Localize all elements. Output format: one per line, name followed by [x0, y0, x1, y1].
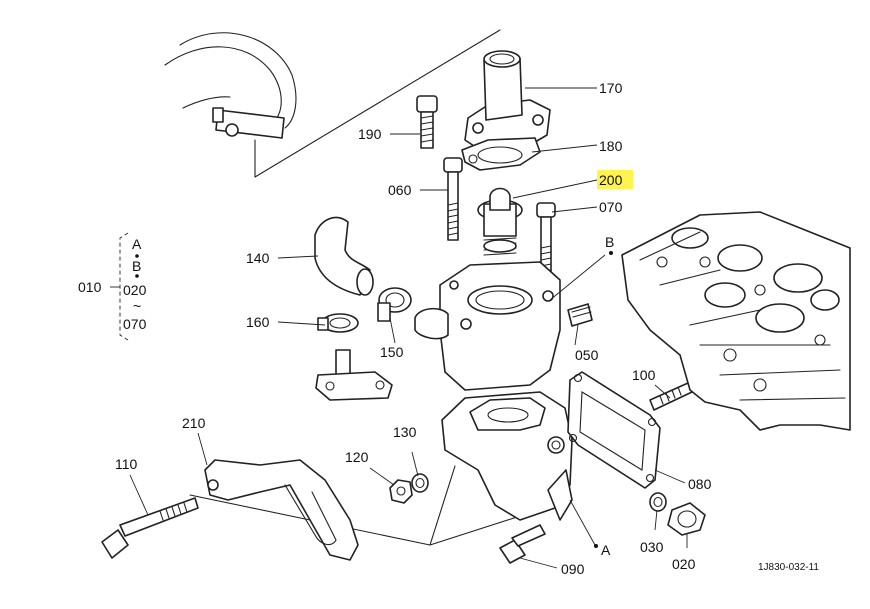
callout-110: 110 [115, 456, 138, 472]
callout-130: 130 [393, 424, 417, 440]
callout-030: 030 [640, 539, 664, 555]
callout-080: 080 [688, 476, 712, 492]
part-180-gasket [461, 137, 541, 171]
part-170-water-flange [464, 50, 551, 153]
thermostat-housing [414, 261, 561, 391]
pipe-fitting [315, 349, 393, 401]
marker-b-group: B [132, 258, 141, 274]
part-110-bolt [101, 497, 199, 559]
marker-b-right: B [605, 234, 614, 250]
diagram-id: 1J830-032-11 [758, 562, 819, 573]
callout-020: 020 [672, 556, 696, 572]
part-050-plug [567, 303, 593, 327]
callout-180: 180 [599, 138, 623, 154]
callout-150: 150 [380, 344, 404, 360]
callout-060: 060 [388, 182, 412, 198]
part-140-hose [314, 216, 374, 296]
callout-140: 140 [246, 250, 270, 266]
callout-050: 050 [575, 347, 599, 363]
callout-210: 210 [182, 415, 206, 431]
callout-070: 070 [599, 199, 623, 215]
water-flange-body [441, 391, 573, 521]
callout-090: 090 [561, 561, 585, 577]
callout-020-group: 020 [123, 282, 147, 298]
dot-a-bottom [594, 544, 598, 548]
part-060-bolt [443, 157, 463, 241]
callout-010: 010 [78, 279, 102, 295]
callout-100: 100 [632, 367, 656, 383]
group-010-bracket [110, 232, 139, 341]
part-090-bolt [499, 524, 546, 564]
part-100-stud [649, 382, 693, 411]
part-190-bolt [416, 95, 438, 149]
part-080-gasket [567, 371, 661, 489]
marker-tilde: ~ [133, 298, 141, 314]
callout-170: 170 [599, 80, 623, 96]
callout-120: 120 [345, 449, 369, 465]
part-120-nut [389, 479, 413, 504]
upper-hose [164, 32, 297, 139]
part-130-washer [411, 473, 429, 493]
callout-200: 200 [599, 172, 623, 188]
marker-a-bottom: A [601, 542, 611, 558]
part-030-washer [649, 492, 667, 512]
highlight-200 [597, 170, 633, 189]
part-200-thermostat [477, 187, 523, 256]
callout-070-group: 070 [123, 316, 147, 332]
part-210-bracket [204, 459, 359, 561]
engine-block [621, 211, 851, 431]
callout-160: 160 [246, 314, 270, 330]
dot-b-right [609, 251, 613, 255]
marker-a-group: A [132, 236, 142, 252]
part-150-clamp [377, 287, 412, 322]
leader-lines [129, 87, 688, 569]
part-160-clamp [317, 313, 359, 333]
part-020-plug [667, 502, 706, 536]
callout-190: 190 [358, 126, 382, 142]
